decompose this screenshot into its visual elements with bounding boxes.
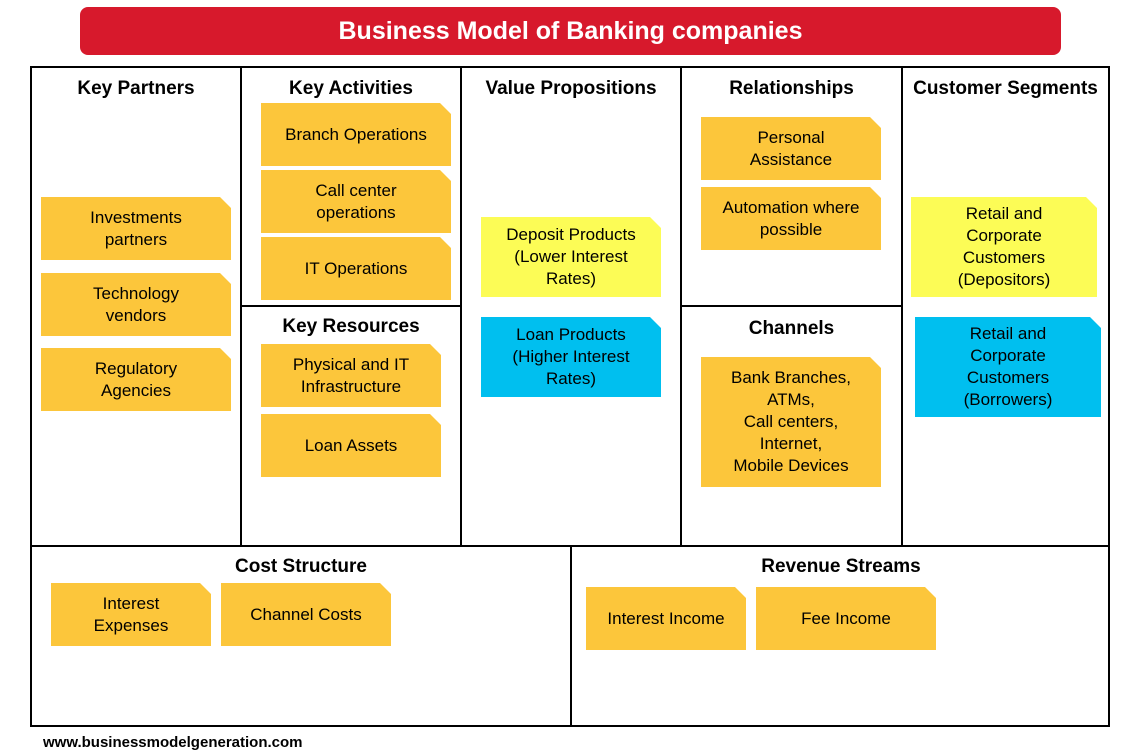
divider [570, 545, 572, 727]
sticky-note-loan-assets: Loan Assets [261, 414, 441, 477]
sticky-note-technology-vendors: Technology vendors [41, 273, 231, 336]
sticky-note-fee-income: Fee Income [756, 587, 936, 650]
key-activities-title: Key Activities [289, 78, 413, 99]
relationships-title: Relationships [729, 78, 854, 99]
sticky-note-interest-expenses: Interest Expenses [51, 583, 211, 646]
sticky-note-interest-income: Interest Income [586, 587, 746, 650]
divider [240, 305, 462, 307]
title-banner: Business Model of Banking companies [80, 7, 1061, 55]
sticky-note-call-center-operations: Call center operations [261, 170, 451, 233]
sticky-note-automation: Automation where possible [701, 187, 881, 250]
sticky-note-regulatory-agencies: Regulatory Agencies [41, 348, 231, 411]
sticky-note-deposit-products: Deposit Products (Lower Interest Rates) [481, 217, 661, 297]
cost-structure-title: Cost Structure [235, 556, 367, 577]
footer-url: www.businessmodelgeneration.com [43, 734, 303, 751]
sticky-note-channels: Bank Branches, ATMs, Call centers, Inter… [701, 357, 881, 487]
sticky-note-personal-assistance: Personal Assistance [701, 117, 881, 180]
revenue-streams-title: Revenue Streams [761, 556, 921, 577]
customer-segments-title: Customer Segments [913, 78, 1098, 99]
sticky-note-branch-operations: Branch Operations [261, 103, 451, 166]
value-propositions-title: Value Propositions [485, 78, 657, 99]
sticky-note-channel-costs: Channel Costs [221, 583, 391, 646]
key-resources-title: Key Resources [282, 316, 420, 337]
sticky-note-physical-it-infrastructure: Physical and IT Infrastructure [261, 344, 441, 407]
sticky-note-borrowers: Retail and Corporate Customers (Borrower… [915, 317, 1101, 417]
key-partners-title: Key Partners [77, 78, 195, 99]
page-title: Business Model of Banking companies [338, 16, 803, 45]
channels-title: Channels [748, 318, 835, 339]
sticky-note-investments-partners: Investments partners [41, 197, 231, 260]
sticky-note-loan-products: Loan Products (Higher Interest Rates) [481, 317, 661, 397]
divider [680, 305, 903, 307]
sticky-note-it-operations: IT Operations [261, 237, 451, 300]
sticky-note-depositors: Retail and Corporate Customers (Deposito… [911, 197, 1097, 297]
